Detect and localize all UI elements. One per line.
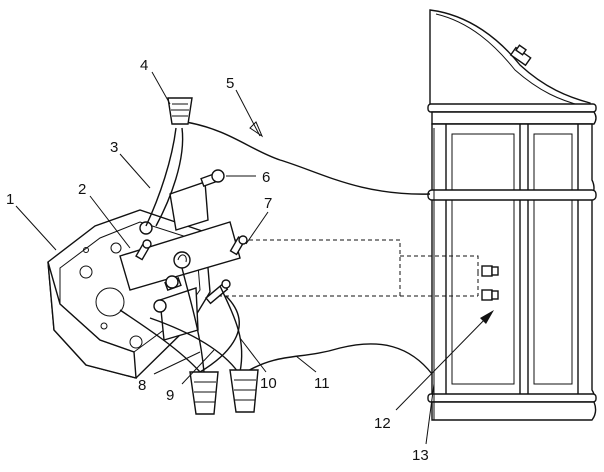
callout-13: 13	[412, 447, 429, 464]
glass-panel-right	[533, 133, 573, 385]
cornice	[431, 111, 597, 125]
knockout-3	[129, 335, 143, 349]
wire-nut-right	[229, 369, 259, 413]
wire-nut-left	[189, 371, 219, 415]
callout-5: 5	[226, 75, 234, 92]
callout-4: 4	[140, 57, 148, 74]
mounting-screw-right	[229, 235, 248, 256]
base	[431, 401, 597, 421]
box-screw-top	[139, 221, 153, 235]
strap-tab-top	[169, 181, 209, 231]
screw-6	[200, 169, 225, 188]
top-band	[427, 103, 597, 113]
callout-labels: 1 2 3 4 5 6 7 8 9 10 11 12 13	[6, 57, 429, 464]
mounting-strap	[119, 181, 241, 341]
wire-nut-top	[167, 97, 193, 125]
fixture-mounting-studs	[481, 265, 499, 301]
lantern-body	[431, 123, 596, 405]
leader-lines	[15, 71, 494, 445]
callout-7: 7	[264, 195, 272, 212]
callout-1: 1	[6, 191, 14, 208]
wiring	[119, 121, 433, 375]
knockout-2	[79, 265, 93, 279]
callout-11: 11	[314, 375, 330, 392]
box-screw-bottom	[153, 299, 167, 313]
callout-9: 9	[166, 387, 174, 404]
callout-10: 10	[260, 375, 277, 392]
knockout-1	[95, 287, 125, 317]
middle-ring	[427, 189, 597, 201]
callout-8: 8	[138, 377, 146, 394]
mounting-screw-left	[135, 239, 152, 261]
callout-3: 3	[110, 139, 118, 156]
knockout-4	[110, 242, 122, 254]
callout-6: 6	[262, 169, 270, 186]
lantern-roof	[429, 9, 591, 111]
roof-finial	[509, 44, 532, 67]
mounting-screw-lower	[164, 275, 182, 292]
callout-2: 2	[78, 181, 86, 198]
glass-panel-left	[451, 133, 515, 385]
bottom-band	[427, 393, 597, 403]
lantern-fixture	[427, 9, 597, 421]
callout-12: 12	[374, 415, 391, 432]
